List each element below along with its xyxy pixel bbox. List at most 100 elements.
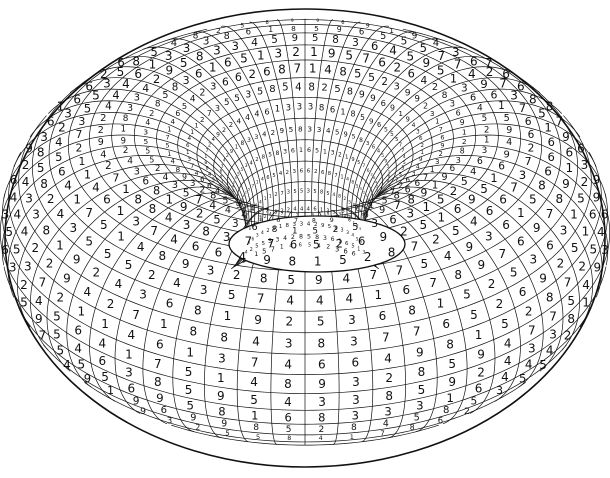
cell-digit: 3 [218,351,226,365]
cell-digit: 6 [419,136,423,142]
cell-digit: 5 [577,191,585,205]
cell-digit: 5 [186,399,193,413]
cell-digit: 6 [565,145,573,159]
cell-digit: 2 [376,185,378,189]
cell-digit: 7 [382,330,390,344]
cell-digit: 3 [510,89,518,103]
cell-digit: 1 [121,125,126,135]
cell-digit: 5 [300,188,303,194]
cell-digit: 6 [313,207,316,213]
cell-digit: 5 [222,196,228,207]
cell-digit: 2 [318,425,324,435]
cell-digit: 7 [190,164,194,170]
cell-digit: 7 [399,143,402,149]
cell-digit: 9 [321,223,325,229]
cell-digit: 1 [484,135,489,145]
cell-digit: 9 [390,104,395,113]
cell-digit: 6 [442,317,450,331]
cell-digit: 3 [529,252,537,266]
cell-digit: 5 [437,192,445,206]
cell-digit: 1 [398,109,403,118]
cell-digit: 1 [490,171,497,185]
cell-digit: 5 [368,71,375,84]
cell-digit: 4 [128,328,136,342]
cell-digit: 3 [366,141,370,147]
cell-digit: 3 [213,44,221,58]
cell-digit: 5 [268,152,272,158]
cell-digit: 2 [281,209,284,215]
cell-digit: 5 [286,425,292,435]
cell-digit: 5 [262,247,266,255]
cell-digit: 9 [275,210,278,216]
cell-digit: 2 [105,161,112,172]
cell-digit: 3 [323,235,327,242]
cell-digit: 8 [308,81,315,93]
cell-digit: 5 [403,160,406,166]
cell-digit: 5 [287,273,295,287]
cell-digit: 3 [285,336,293,350]
cell-digit: 5 [180,56,188,70]
cell-digit: 5 [470,308,478,322]
cell-digit: 8 [261,155,265,161]
cell-digit: 5 [55,150,62,164]
cell-digit: 5 [289,125,294,134]
cell-digit: 5 [225,429,229,438]
cell-digit: 1 [357,246,360,252]
cell-digit: 7 [525,155,532,168]
cell-digit: 8 [546,291,554,305]
cell-digit: 3 [348,313,356,327]
cell-digit: 2 [196,207,204,221]
cell-digit: 9 [416,345,424,359]
cell-digit: 3 [317,125,322,134]
cell-digit: 3 [183,218,191,232]
cell-digit: 8 [460,146,465,155]
cell-digit: 2 [107,297,115,311]
cell-digit: 7 [439,125,443,133]
cell-digit: 9 [216,131,220,138]
cell-digit: 3 [287,190,290,196]
cell-digit: 3 [275,236,279,243]
cell-digit: 3 [134,93,140,104]
cell-digit: 6 [502,218,510,232]
cell-digit: 4 [21,225,29,239]
cell-digit: 7 [39,329,47,343]
cell-digit: 3 [9,261,17,275]
cell-digit: 9 [292,33,298,44]
cell-digit: 4 [208,172,211,178]
cell-digit: 2 [271,128,275,137]
cell-digit: 2 [393,61,401,75]
cell-digit: 1 [117,230,125,244]
cell-digit: 5 [100,218,108,232]
cell-digit: 5 [308,242,311,248]
cell-digit: 8 [275,150,279,157]
cell-digit: 5 [317,315,325,329]
cell-digit: 3 [308,103,314,113]
cell-digit: 6 [331,237,335,243]
cell-digit: 3 [32,208,40,222]
cell-digit: 8 [260,271,268,285]
cell-digit: 6 [389,212,396,226]
cell-digit: 4 [286,293,294,307]
cell-digit: 1 [437,296,445,310]
cell-digit: 8 [155,99,161,109]
cell-digit: 3 [307,125,312,134]
cell-digit: 6 [519,285,527,299]
cell-digit: 8 [286,223,290,229]
cell-digit: 3 [143,127,148,136]
cell-digit: 7 [206,148,209,154]
cell-digit: 6 [266,175,269,181]
cell-digit: 4 [279,171,283,177]
cell-digit: 7 [413,325,421,339]
cell-digit: 1 [251,408,258,422]
cell-digit: 3 [254,133,258,141]
cell-digit: 4 [284,357,292,371]
cell-digit: 3 [362,250,365,256]
cell-digit: 8 [291,24,296,33]
cell-digit: 3 [293,222,297,228]
cell-digit: 1 [422,200,430,214]
cell-digit: 9 [369,117,373,126]
cell-digit: 1 [389,26,394,35]
cell-digit: 9 [180,200,188,214]
cell-digit: 4 [470,166,476,177]
cell-digit: 7 [150,224,158,238]
